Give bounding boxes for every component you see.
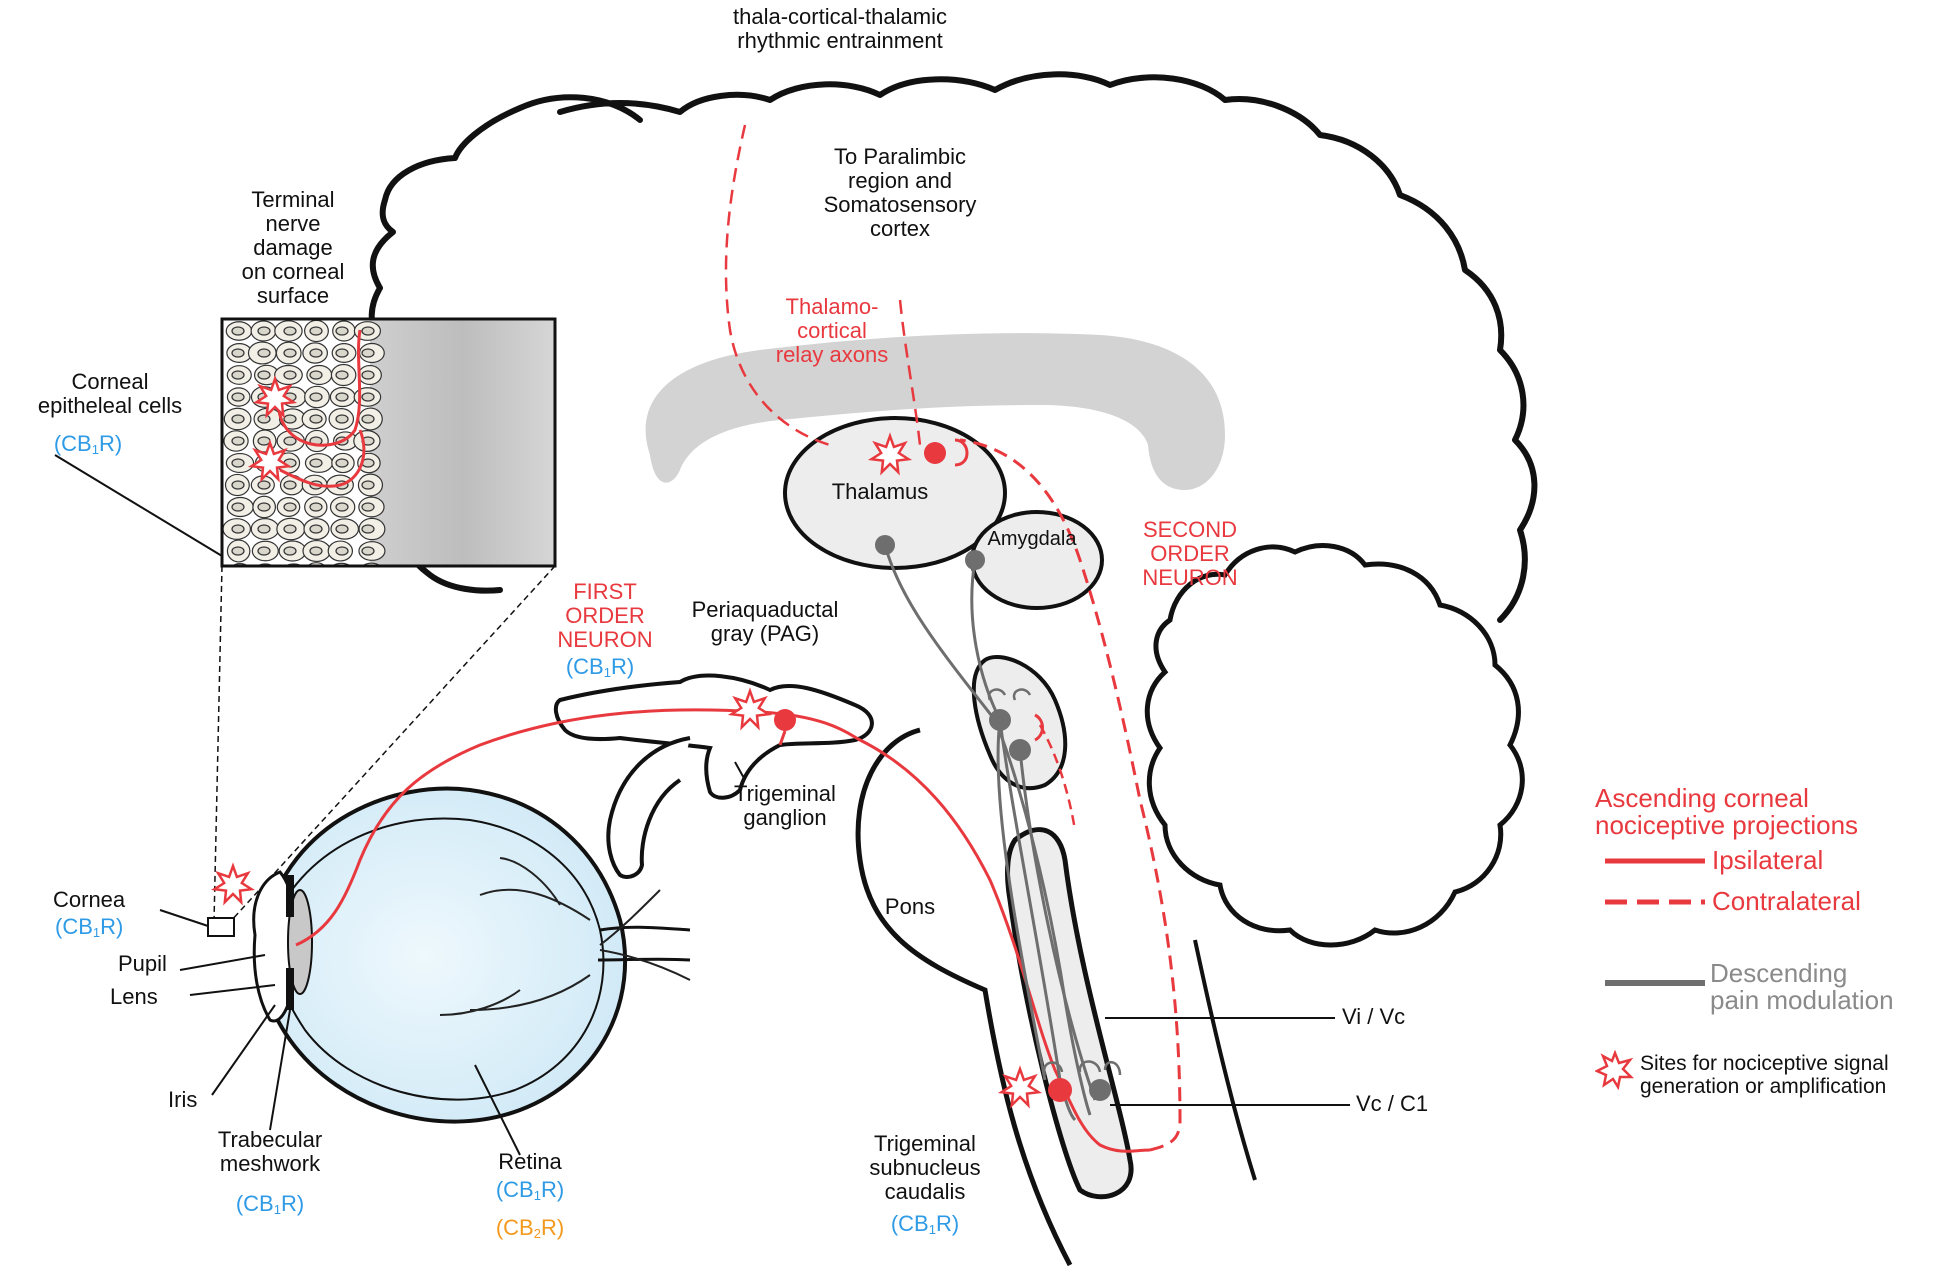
pupil-label: Pupil [118, 951, 167, 976]
retina-cb2: (CB2R) [495, 1215, 565, 1242]
brainstem-outline [855, 727, 1073, 1267]
cornea-receptor: (CB1R) [55, 914, 124, 941]
top-label: thala-cortical-thalamic rhythmic entrain… [733, 4, 947, 53]
subnucleus-neuron-red [1048, 1078, 1072, 1102]
subnucleus-neuron-gray [1089, 1079, 1111, 1101]
site-star-2 [252, 375, 298, 419]
cornea-label: Cornea [53, 887, 126, 912]
vcc1-label: Vc / C1 [1356, 1091, 1429, 1116]
trigeminal-branch [606, 736, 691, 879]
retina-cb1: (CB1R) [495, 1177, 565, 1204]
subnucleus-receptor: (CB1R) [890, 1211, 960, 1238]
trigeminal-nerve [553, 673, 874, 800]
zoom-line-left [213, 565, 223, 923]
spinal-cord-outline [1193, 939, 1257, 1181]
first-order-receptor: (CB1R) [565, 654, 635, 681]
site-star-3 [247, 439, 293, 483]
relay-axon-left [724, 124, 831, 447]
subnucleus-label: Trigeminal subnucleus caudalis [869, 1131, 981, 1204]
legend-sites: Sites for nociceptive signal generation … [1640, 1052, 1889, 1098]
iris-label: Iris [168, 1087, 198, 1112]
site-star-6 [997, 1065, 1043, 1109]
epithelial-receptor: (CB1R) [53, 431, 123, 458]
amygdala-body [970, 510, 1104, 610]
second-order-label: SECOND ORDER NEURON [1142, 517, 1238, 590]
corneal-inset-frame [220, 317, 557, 568]
vivc-label: Vi / Vc [1342, 1004, 1406, 1029]
retina-label: Retina [498, 1149, 562, 1174]
legend-contralateral: Contralateral [1712, 886, 1861, 916]
contralateral-path [959, 438, 1182, 1152]
corpus-callosum [645, 333, 1225, 490]
ganglion-label: Trigeminal ganglion [734, 781, 836, 830]
sites-stars [210, 375, 1043, 1109]
pag-label: Periaquaductal gray (PAG) [691, 597, 839, 646]
first-order-label: FIRST ORDER NEURON [557, 579, 653, 652]
trabecular-label: Trabecular meshwork [217, 1127, 323, 1176]
site-star-4 [727, 687, 773, 731]
terminal-damage-label: Terminal nerve damage on corneal surface [241, 187, 345, 308]
epithelial-label: Corneal epitheleal cells [37, 369, 183, 418]
cerebellum-outline [1144, 543, 1525, 948]
paralimbic-label: To Paralimbic region and Somatosensory c… [823, 144, 977, 241]
amygdala-label: Amygdala [987, 528, 1077, 550]
amygdala-neuron-gray [965, 550, 985, 570]
pag-neuron-2 [1009, 739, 1031, 761]
relay-axons-label: Thalamo- cortical relay axons [775, 294, 889, 367]
trabecular-receptor: (CB1R) [235, 1191, 305, 1218]
legend-title: Ascending corneal nociceptive projection… [1595, 783, 1859, 840]
lens-label: Lens [110, 984, 158, 1009]
thalamus-label: Thalamus [831, 479, 929, 504]
pag-contra-dash [1038, 724, 1077, 831]
legend-descending: Descending pain modulation [1710, 958, 1894, 1015]
legend-ipsilateral: Ipsilateral [1712, 845, 1824, 875]
site-star-5 [867, 432, 913, 476]
thalamus-neuron-gray [875, 535, 895, 555]
zoom-line-right [229, 565, 556, 923]
leader-lines [54, 454, 1350, 1156]
pag-body [971, 654, 1068, 791]
corneal-inset [222, 319, 555, 566]
site-star-1 [210, 862, 256, 906]
eye [207, 786, 691, 1124]
relay-axon-right [898, 299, 922, 446]
pons-label: Pons [884, 894, 936, 919]
legend-star-icon [1595, 1050, 1635, 1090]
ganglion-neuron [774, 709, 796, 731]
pag-neuron-1 [989, 709, 1011, 731]
thalamus-neuron-red [924, 442, 946, 464]
thalamus-body [783, 416, 1007, 570]
